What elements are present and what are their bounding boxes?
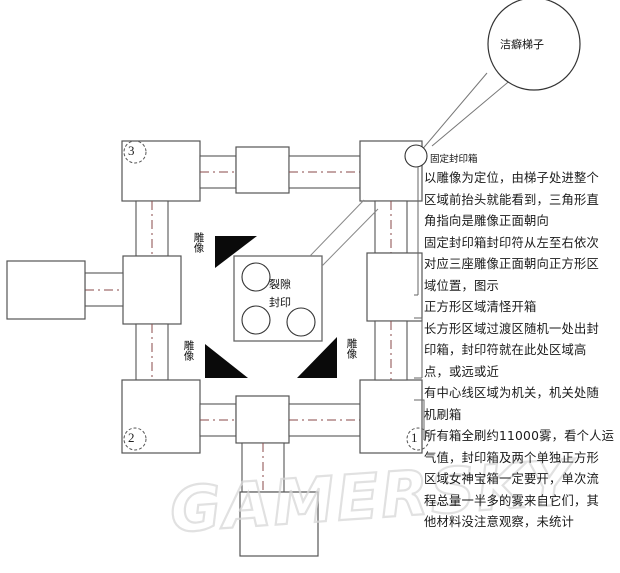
corner-3-circle <box>123 140 147 164</box>
room-bottom-right <box>359 379 423 454</box>
center-leader-b <box>309 199 365 257</box>
note-line: 域位置，图示 <box>424 278 499 293</box>
center-room-label-line1: 裂隙 <box>269 278 291 291</box>
ladder-circle <box>487 0 581 91</box>
note-line: 正方形区域清怪开箱 <box>424 300 537 314</box>
seal-circle-2 <box>241 305 271 335</box>
statue-label-top-left-text: 雕像 <box>192 232 205 253</box>
room-bottom-rect <box>239 491 319 557</box>
corner-number-2-text: 2 <box>128 430 135 445</box>
corridor-right-lower <box>374 320 408 381</box>
note-line: 印箱，封印符就在此处区域高 <box>424 343 587 357</box>
room-bottom <box>239 491 319 557</box>
statue-triangle-top-left <box>215 236 257 268</box>
note-line: 角指向是雕像正面朝向 <box>424 214 549 228</box>
center-leader-a <box>321 208 379 267</box>
corner-1-circle <box>406 427 430 451</box>
note-line: 机刷箱 <box>424 407 462 422</box>
statue-label-bottom-right-text: 雕像 <box>345 338 358 359</box>
note-line: 程总量一半多的雾来自它们，其 <box>424 493 599 508</box>
leader-line-left <box>419 72 488 153</box>
fixed-seal-box-label: 固定封印箱 <box>430 154 478 165</box>
fixed-seal-box-marker <box>404 144 428 168</box>
corner-number-1-text: 1 <box>411 430 418 445</box>
statue-triangle-bottom-right <box>297 337 337 378</box>
note-line: 气值，封印箱及两个单独正方形 <box>424 450 599 465</box>
corridor-bottom-left <box>199 403 237 437</box>
bracket-seg-2 <box>414 317 423 378</box>
node-mid-left <box>122 255 182 325</box>
note-line: 以雕像为定位，由梯子处进整个 <box>424 171 599 185</box>
corner-number-2: 2 <box>128 430 135 446</box>
room-top-right-rect <box>359 140 423 202</box>
note-line: 有中心线区域为机关，机关处随 <box>424 386 599 400</box>
room-bottom-right-rect <box>359 379 423 454</box>
room-bottom-left <box>121 379 201 454</box>
room-far-left <box>6 260 86 320</box>
statue-label-bottom-left: 雕像 <box>182 340 195 365</box>
node-top-mid <box>235 146 290 194</box>
note-line: 固定封印箱封印符从左至右依次 <box>424 235 599 250</box>
note-line: 区域女神宝箱一定要开，单次流 <box>424 472 599 486</box>
seal-circle-3 <box>286 307 316 337</box>
note-line: 对应三座雕像正面朝向正方形区 <box>424 257 599 271</box>
room-bottom-left-rect <box>121 379 201 454</box>
corner-2-circle <box>123 427 147 451</box>
statue-label-top-left: 雕像 <box>192 232 205 257</box>
bracket-seg-3 <box>414 399 425 440</box>
corner-number-3-text: 3 <box>128 143 135 158</box>
corner-number-1: 1 <box>411 430 418 446</box>
notes-panel: 以雕像为定位，由梯子处进整个区域前抬头就能看到，三角形直角指向是雕像正面朝向固定… <box>424 168 620 534</box>
room-top-left-rect <box>121 140 201 202</box>
ladder-circle-label: 洁癖梯子 <box>500 38 544 51</box>
node-bottom-mid <box>235 395 290 444</box>
note-line: 他材料没注意观察，未统计 <box>424 515 574 529</box>
corner-number-3: 3 <box>128 143 135 159</box>
room-far-left-rect <box>6 260 86 320</box>
leader-lines <box>419 72 514 153</box>
room-top-right <box>359 140 423 202</box>
seal-circle-1 <box>241 262 271 292</box>
note-line: 长方形区域过渡区随机一处出封 <box>424 321 599 336</box>
note-line: 点，或远或近 <box>424 364 499 379</box>
statue-label-bottom-right: 雕像 <box>345 338 358 363</box>
note-line: 区域前抬头就能看到，三角形直 <box>424 192 599 207</box>
statue-label-bottom-left-text: 雕像 <box>182 340 195 361</box>
statue-triangle-bottom-left <box>205 344 248 378</box>
room-top-left <box>121 140 201 202</box>
notes-bracket <box>414 167 425 440</box>
center-leader-lines <box>309 199 379 267</box>
leader-line-right <box>431 77 514 147</box>
note-line: 所有箱全刷约11000雾，看个人运 <box>424 429 615 443</box>
center-room-label-line2: 封印 <box>269 296 291 309</box>
node-mid-right <box>366 252 423 322</box>
